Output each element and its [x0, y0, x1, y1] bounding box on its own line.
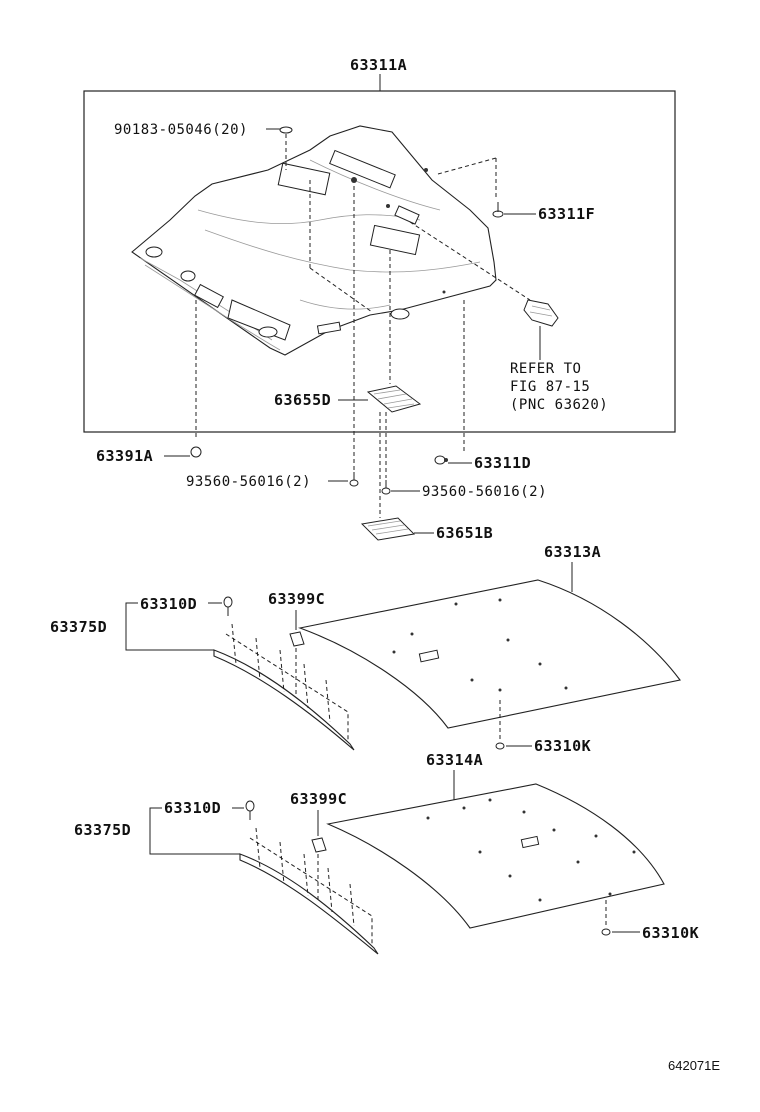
silencer-upper-part [297, 579, 681, 729]
label-silencer-lower-clip: 63310K [642, 924, 699, 942]
label-bracket: 63311F [538, 205, 595, 223]
screw-left-part [349, 472, 359, 487]
label-refer-line1: REFER TO [510, 361, 581, 377]
label-rail-lower-clip: 63310D [164, 799, 221, 817]
label-refer-line2: FIG 87-15 [510, 379, 590, 395]
label-silencer-upper-clip: 63310K [534, 737, 591, 755]
silencer-upper-clip-part [495, 742, 505, 750]
clip-right-part [434, 455, 448, 465]
rail-upper-clip-part [223, 596, 233, 616]
clip-c-lower-part [311, 837, 327, 853]
clip-top-part [279, 126, 293, 134]
label-rail-lower: 63375D [74, 821, 131, 839]
dash-bracket-a [437, 157, 497, 175]
dash-lamp [409, 221, 531, 301]
assembly-frame [83, 90, 676, 433]
label-clip-left: 63391A [96, 447, 153, 465]
dash-guide-b [309, 267, 373, 313]
rail-lower-clip-part [245, 800, 255, 820]
figure-code: 642071E [668, 1058, 720, 1073]
label-clip-top: 90183-05046(20) [114, 122, 248, 138]
label-refer-line3: (PNC 63620) [510, 397, 608, 413]
label-clip-c-lower: 63399C [290, 790, 347, 808]
pad-upper-part [366, 385, 422, 413]
label-headliner-assy: 63311A [350, 56, 407, 74]
label-silencer-upper: 63313A [544, 543, 601, 561]
room-lamp-part [523, 299, 559, 327]
bracket-rail-lower [149, 807, 240, 855]
rail-upper-part [213, 623, 355, 751]
label-clip-c-upper: 63399C [268, 590, 325, 608]
pad-lower-part [360, 517, 416, 541]
clip-c-upper-part [289, 631, 305, 647]
clip-left-part [190, 446, 202, 458]
rail-lower-part [239, 827, 379, 955]
label-silencer-lower: 63314A [426, 751, 483, 769]
label-pad-upper: 63655D [274, 391, 331, 409]
headliner-panel [131, 125, 497, 356]
label-rail-upper: 63375D [50, 618, 107, 636]
label-clip-right: 63311D [474, 454, 531, 472]
screw-right-part [381, 480, 391, 495]
label-pad-lower: 63651B [436, 524, 493, 542]
silencer-lower-clip-part [601, 928, 611, 936]
label-screw-right: 93560-56016(2) [422, 484, 547, 500]
bracket-rail-upper [125, 602, 214, 651]
bracket-screw-part [492, 202, 504, 218]
label-rail-upper-clip: 63310D [140, 595, 197, 613]
silencer-lower-part [326, 783, 665, 929]
label-screw-left: 93560-56016(2) [186, 474, 311, 490]
